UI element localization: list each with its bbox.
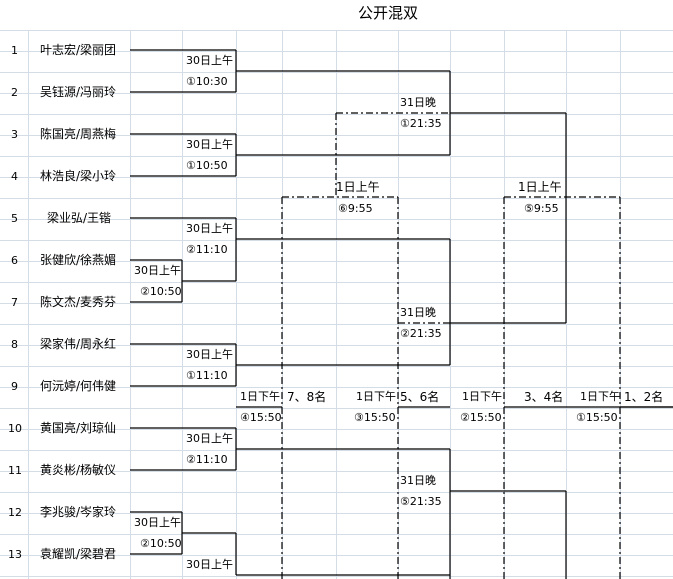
- row-number: 5: [11, 212, 18, 225]
- pair-name: 黄炎彬/杨敏仪: [40, 463, 117, 477]
- match-day: 30日上午: [186, 348, 233, 361]
- pair-name: 叶志宏/梁丽团: [40, 43, 117, 57]
- placement-time: ①15:50: [576, 411, 618, 424]
- match-time: ⑤9:55: [524, 202, 559, 215]
- row-number: 1: [11, 44, 18, 57]
- pair-name: 袁耀凯/梁碧君: [40, 547, 117, 561]
- pair-name: 梁业弘/王锴: [47, 211, 112, 225]
- placement-time: ②15:50: [460, 411, 502, 424]
- pair-name: 梁家伟/周永红: [40, 337, 117, 351]
- placement-label: 1、2名: [624, 390, 664, 404]
- match-day: 30日上午: [186, 54, 233, 67]
- match-day: 1日上午: [518, 180, 562, 194]
- match-day: 30日上午: [186, 432, 233, 445]
- pair-name: 黄国亮/刘琼仙: [40, 421, 117, 435]
- row-number: 10: [8, 422, 22, 435]
- pair-name: 陈国亮/周燕梅: [40, 127, 117, 141]
- placement-day: 1日下午: [240, 390, 280, 403]
- pair-name: 李兆骏/岑家玲: [40, 505, 117, 519]
- match-day: 31日晚: [400, 96, 436, 109]
- pair-name: 张健欣/徐燕媚: [40, 253, 117, 267]
- match-time: ②21:35: [400, 327, 442, 340]
- placement-label: 3、4名: [524, 390, 564, 404]
- match-day: 30日上午: [134, 516, 181, 529]
- match-time: ⑤21:35: [400, 495, 442, 508]
- match-time: ②11:10: [186, 453, 228, 466]
- row-number: 2: [11, 86, 18, 99]
- match-time: ①10:30: [186, 75, 228, 88]
- placement-day: 1日下午: [462, 390, 502, 403]
- row-number: 12: [8, 506, 22, 519]
- row-number: 3: [11, 128, 18, 141]
- row-number: 8: [11, 338, 18, 351]
- pair-name: 吴钰源/冯丽玲: [40, 85, 117, 99]
- match-time: ①21:35: [400, 117, 442, 130]
- match-time: ②10:50: [140, 537, 182, 550]
- placement-time: ③15:50: [354, 411, 396, 424]
- match-time: ①10:50: [186, 159, 228, 172]
- pair-name: 陈文杰/麦秀芬: [40, 295, 117, 309]
- placement-day: 1日下午: [580, 390, 620, 403]
- placement-time: ④15:50: [240, 411, 282, 424]
- match-time: ①11:10: [186, 369, 228, 382]
- placement-day: 1日下午: [356, 390, 396, 403]
- match-day: 30日上午: [186, 222, 233, 235]
- placement-label: 5、6名: [400, 390, 440, 404]
- row-number: 9: [11, 380, 18, 393]
- match-day: 30日上午: [134, 264, 181, 277]
- pair-name: 林浩良/梁小玲: [40, 169, 117, 183]
- placement-label: 7、8名: [287, 390, 327, 404]
- row-number: 13: [8, 548, 22, 561]
- match-day: 31日晚: [400, 306, 436, 319]
- match-time: ②11:10: [186, 243, 228, 256]
- match-time: ②10:50: [140, 285, 182, 298]
- match-time: ⑥9:55: [338, 202, 373, 215]
- match-day: 31日晚: [400, 474, 436, 487]
- row-number: 11: [8, 464, 22, 477]
- row-number: 6: [11, 254, 18, 267]
- pair-name: 何沅婷/何伟健: [40, 379, 117, 393]
- match-day: 1日上午: [336, 180, 380, 194]
- match-day: 30日上午: [186, 138, 233, 151]
- row-number: 7: [11, 296, 18, 309]
- row-number: 4: [11, 170, 18, 183]
- page-title: 公开混双: [358, 4, 419, 22]
- match-day: 30日上午: [186, 558, 233, 571]
